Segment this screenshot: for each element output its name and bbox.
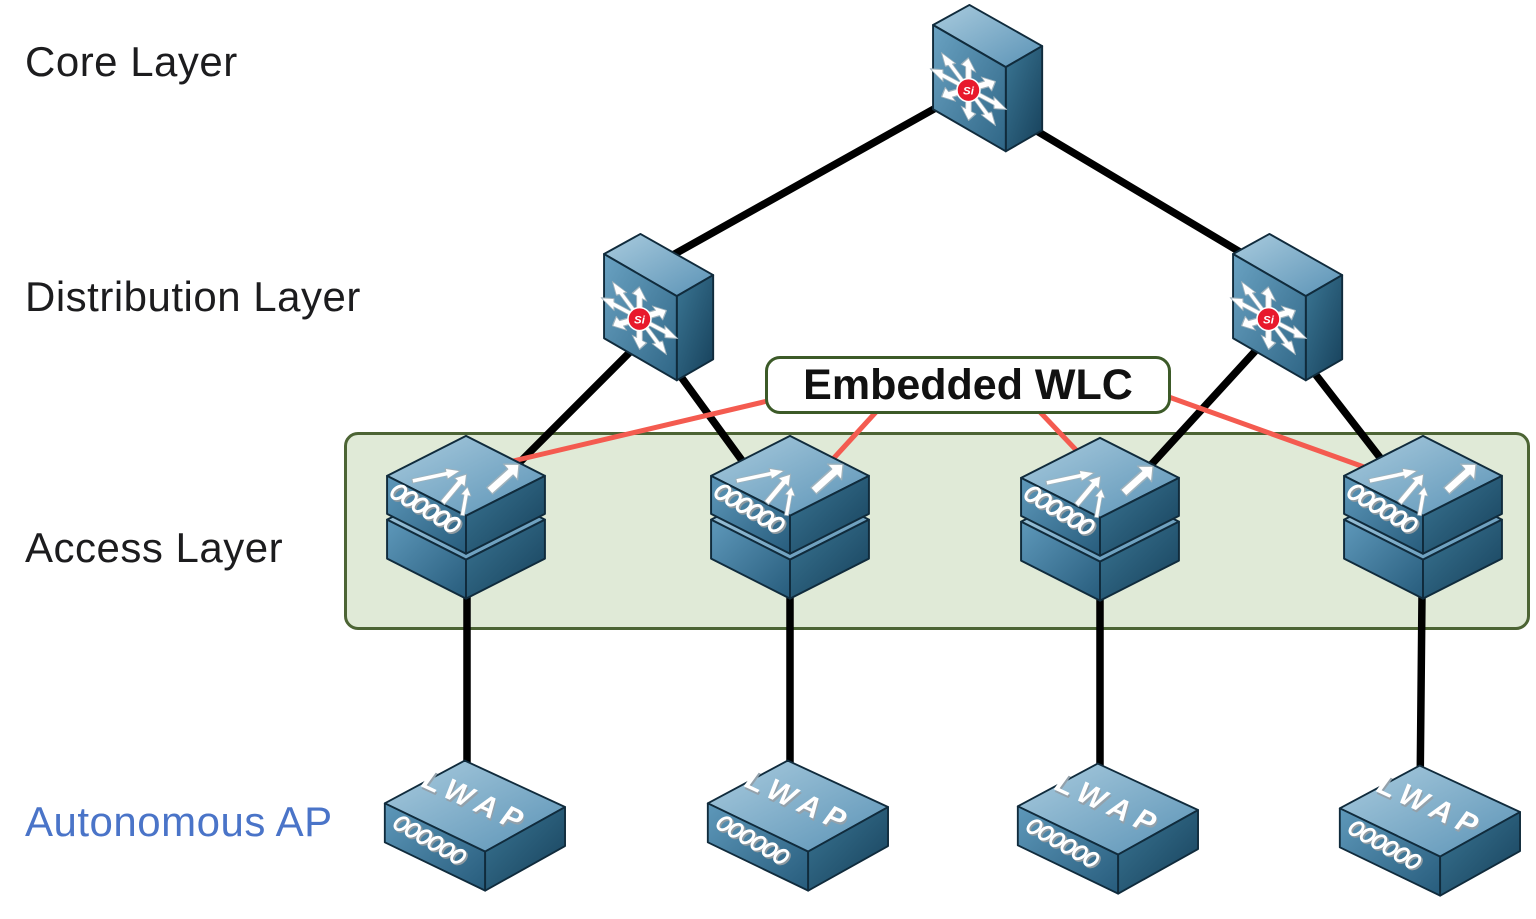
core-layer-label: Core Layer	[25, 38, 238, 85]
lwap-1-icon	[381, 755, 567, 899]
distribution-switch-right-icon	[1212, 231, 1346, 389]
lwap-4-icon	[1336, 760, 1522, 904]
core-switch-icon	[912, 2, 1046, 160]
autonomous-ap-label: Autonomous AP	[25, 798, 333, 845]
distribution-switch-left-icon	[583, 231, 717, 389]
embedded-wlc-label: Embedded WLC	[803, 360, 1133, 409]
lwap-2-icon	[704, 755, 890, 899]
access-switch-2-icon	[707, 431, 873, 621]
lwap-3-icon	[1014, 758, 1200, 902]
embedded-wlc-callout: Embedded WLC	[765, 356, 1171, 414]
distribution-layer-label: Distribution Layer	[25, 273, 361, 320]
access-switch-1-icon	[383, 431, 549, 621]
access-layer-label: Access Layer	[25, 524, 284, 571]
link-core-dist-right	[1011, 114, 1249, 259]
access-switch-4-icon	[1340, 431, 1506, 621]
access-switch-3-icon	[1017, 433, 1183, 623]
